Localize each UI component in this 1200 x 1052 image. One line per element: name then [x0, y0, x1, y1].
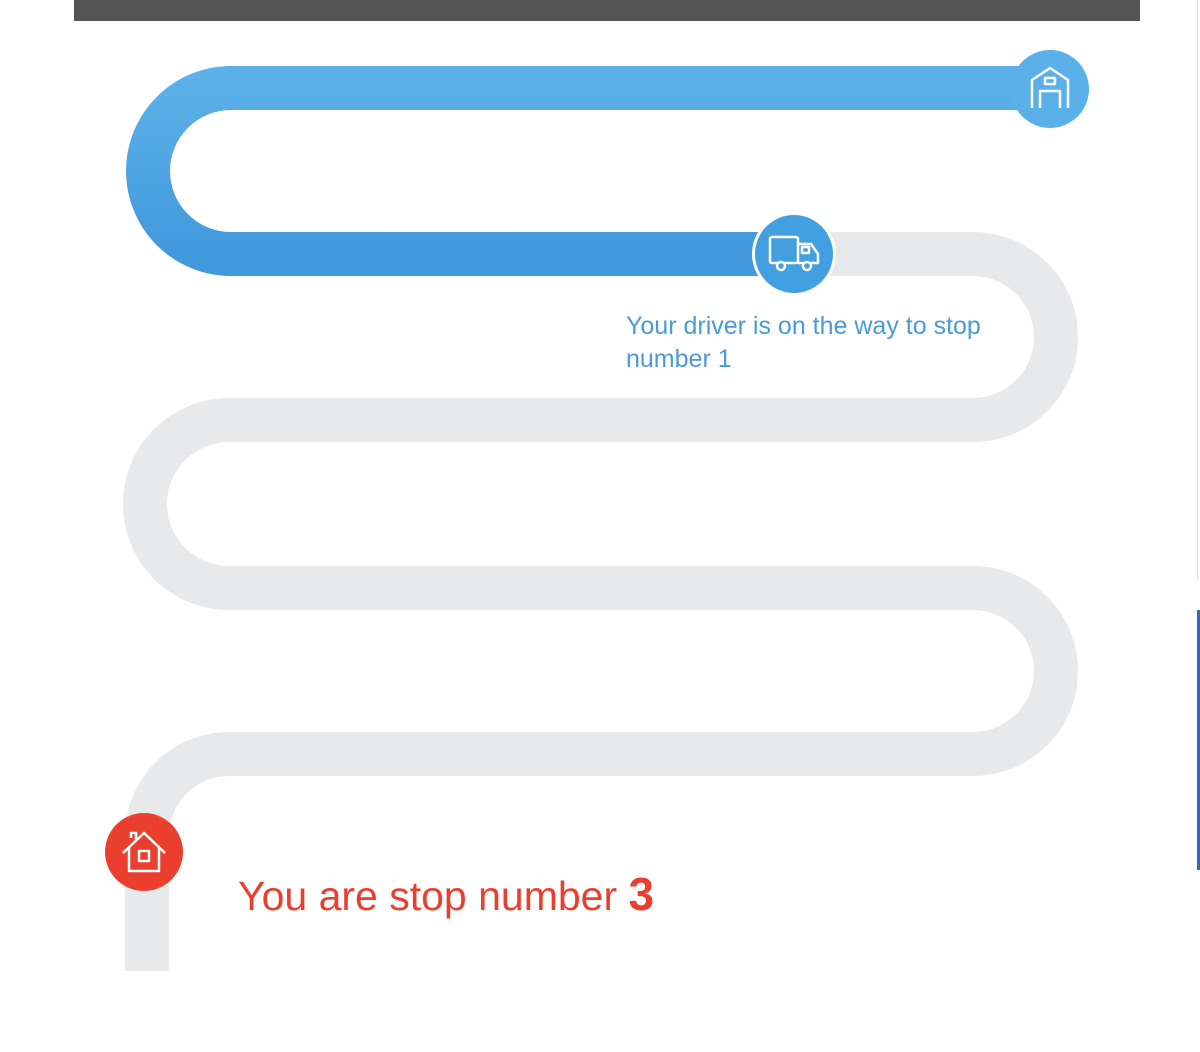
stop-position-message: You are stop number 3 [238, 866, 654, 924]
header-bar [74, 0, 1140, 21]
driver-status-text: Your driver is on the way to stop number… [626, 312, 981, 373]
truck-marker[interactable] [752, 212, 836, 296]
warehouse-icon [1030, 66, 1070, 108]
truck-icon [768, 235, 820, 272]
divider [1197, 0, 1198, 580]
divider-accent [1197, 610, 1200, 870]
route-completed-path [126, 66, 1050, 276]
stop-message-label: You are stop number [238, 873, 618, 919]
route-pending-path [123, 232, 1078, 971]
warehouse-marker[interactable] [1011, 50, 1089, 128]
stop-number: 3 [628, 868, 655, 920]
home-icon [122, 831, 166, 873]
home-marker[interactable] [105, 813, 183, 891]
